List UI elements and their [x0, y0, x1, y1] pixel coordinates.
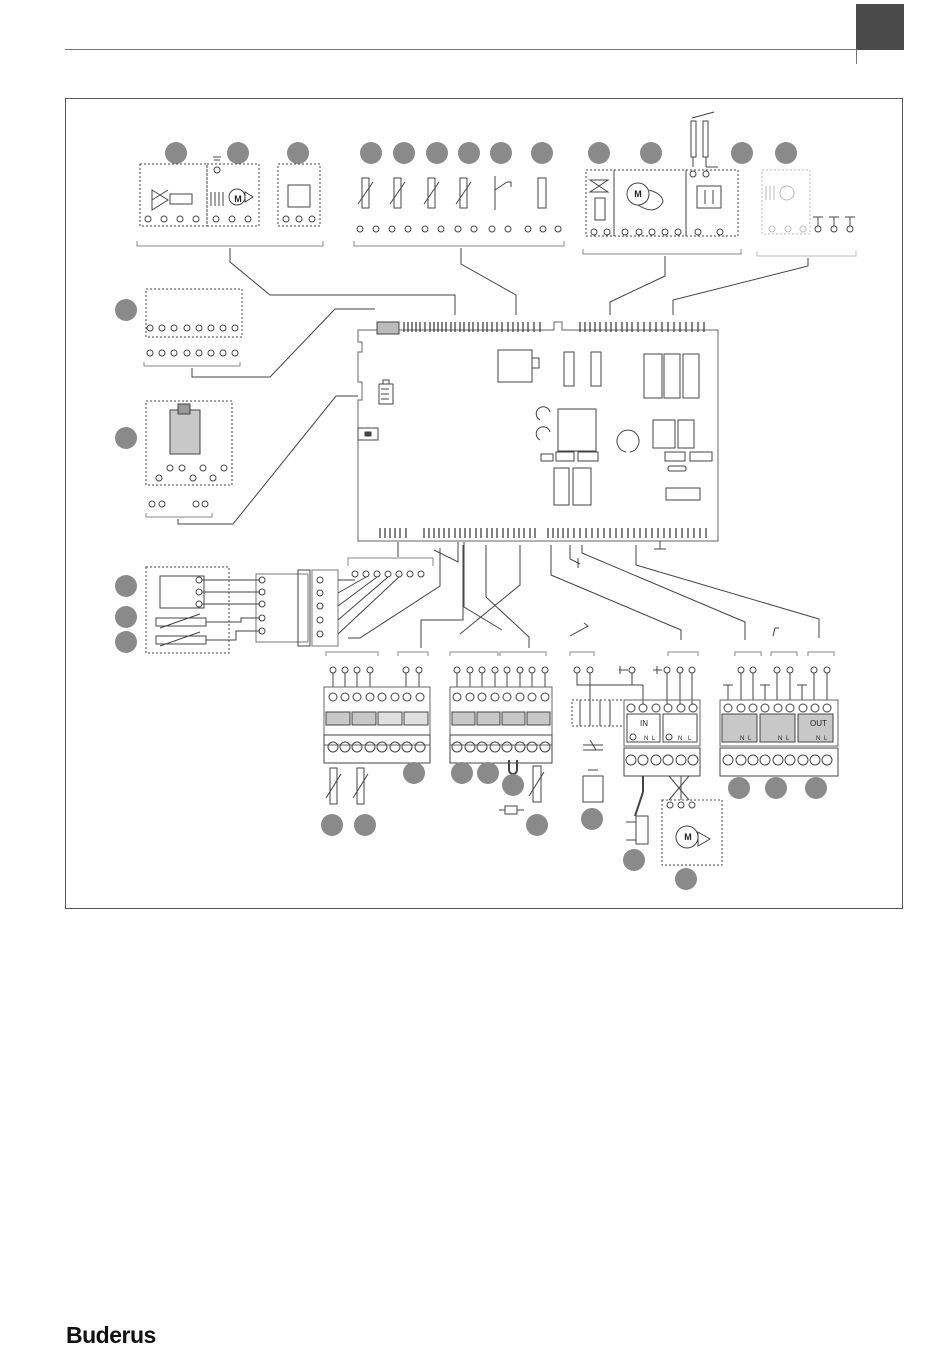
- module-left-plug: [115, 396, 358, 524]
- terminal-n-label: N: [816, 736, 820, 742]
- terminal-in-label: IN: [640, 719, 648, 728]
- ignition-transformer-icon: [697, 186, 721, 208]
- plug-connector-icon: [170, 410, 200, 454]
- callout-marker: [287, 142, 309, 164]
- motor-label: M: [684, 832, 692, 842]
- motor-label: M: [634, 189, 642, 199]
- terminal-row: [357, 226, 561, 232]
- terminal-n-label: N: [740, 736, 744, 742]
- ntc-sensor-icon: [358, 176, 546, 210]
- module-group-mixer: [137, 142, 455, 315]
- ntc-sensor-icon: [156, 618, 206, 626]
- motor-label: M: [234, 194, 242, 204]
- terminal-n-label: N: [644, 736, 648, 742]
- terminal-n-label: N: [778, 736, 782, 742]
- terminal-block-4: [720, 628, 838, 799]
- terminal-row: [145, 216, 315, 222]
- module-left-sensors: [115, 542, 433, 653]
- brand-logo: Buderus: [66, 1322, 156, 1349]
- terminal-n-label: N: [678, 736, 682, 742]
- terminal-block-3: [570, 623, 722, 890]
- callout-marker: [165, 142, 187, 164]
- terminal-out-label: OUT: [810, 719, 827, 728]
- terminal-block-2: [450, 652, 552, 836]
- module-left-bus: [115, 289, 375, 377]
- sensor-box-icon: [288, 185, 310, 207]
- optional-pump-module: [757, 170, 856, 256]
- main-control-board: [358, 322, 718, 549]
- valve-icon: [170, 194, 192, 204]
- gas-valve-icon: [590, 180, 608, 192]
- terminal-row: [591, 229, 723, 235]
- terminal-block-1: [321, 652, 430, 836]
- module-group-actuators: [583, 112, 856, 315]
- callout-marker: [227, 142, 249, 164]
- module-group-sensors: [354, 142, 564, 315]
